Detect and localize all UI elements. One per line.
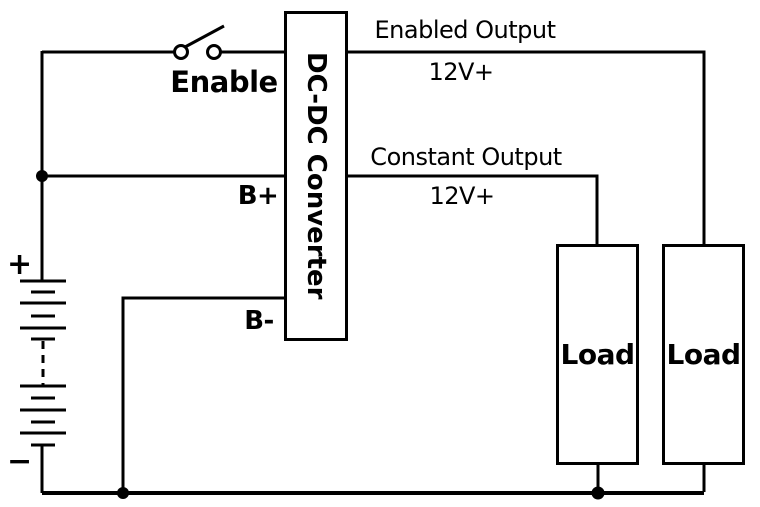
load-box-1: Load	[556, 244, 639, 465]
converter-label: DC-DC Converter	[301, 52, 331, 300]
load-label: Load	[666, 338, 741, 371]
battery-positive-label: +	[7, 247, 32, 282]
wire-enabled-output	[347, 50, 706, 246]
load-label: Load	[560, 338, 635, 371]
enabled-output-voltage-label: 12V+	[428, 58, 494, 86]
switch-contact-right	[206, 44, 222, 60]
constant-output-voltage-label: 12V+	[429, 182, 495, 210]
battery-negative-label: −	[7, 444, 32, 479]
wire-b-minus	[121, 296, 286, 492]
switch-contact-left	[173, 44, 189, 60]
terminal-b-plus-label: B+	[237, 181, 279, 211]
junction-dot	[591, 486, 605, 500]
enable-switch-icon	[173, 24, 225, 60]
wire-constant-output	[347, 174, 599, 246]
battery-symbol	[20, 279, 66, 447]
converter-box: DC-DC Converter	[284, 11, 348, 341]
enable-label: Enable	[170, 65, 278, 99]
junction-dot	[36, 170, 48, 182]
terminal-b-minus-label: B-	[244, 306, 274, 336]
constant-output-label: Constant Output	[370, 143, 562, 171]
enabled-output-label: Enabled Output	[374, 16, 556, 44]
switch-lever	[184, 24, 225, 49]
load-box-2: Load	[662, 244, 745, 465]
junction-dot	[117, 487, 129, 499]
